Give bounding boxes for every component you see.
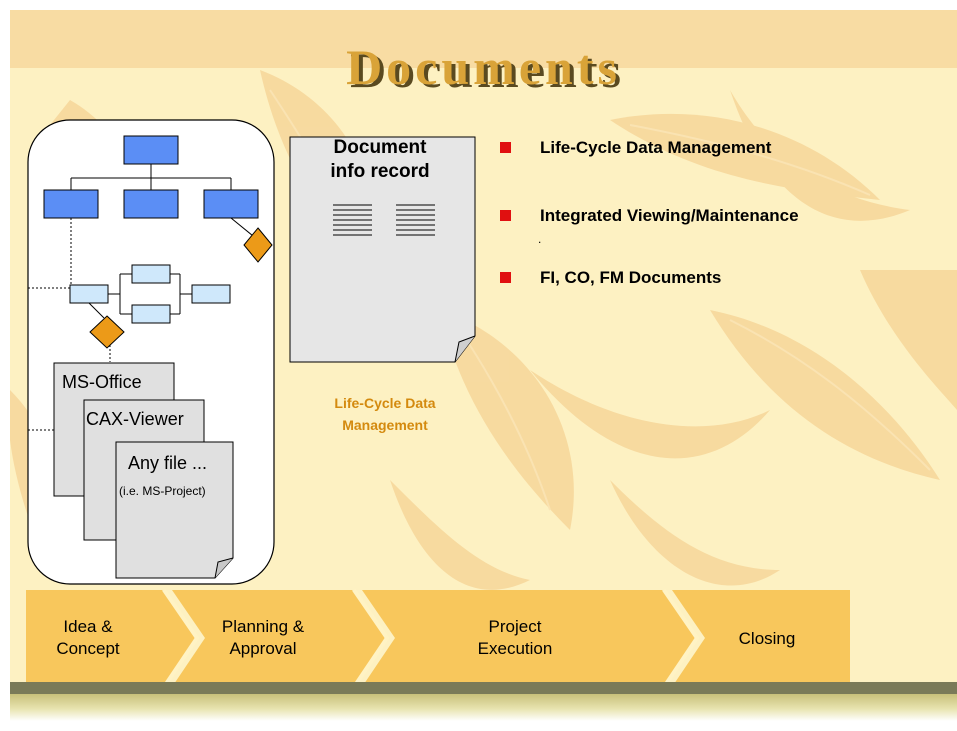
bullet-square-icon	[500, 210, 511, 221]
phase-label-planning: Planning & Approval	[198, 616, 328, 660]
process-bar	[26, 588, 850, 689]
phase-label-line: Closing	[738, 629, 796, 648]
process-box-4	[191, 284, 231, 304]
lifecycle-caption-line1: Life-Cycle Data	[334, 395, 436, 411]
page-title-shadow: Documents	[350, 42, 625, 98]
phase-label-closing: Closing	[712, 628, 822, 650]
phase-label-line: Execution	[477, 639, 553, 658]
diamond-top-right	[243, 227, 273, 263]
bullet-text: FI, CO, FM Documents	[540, 268, 722, 287]
footer-band	[10, 682, 957, 694]
phase-label-execution: Project Execution	[440, 616, 590, 660]
phase-chevron-2	[172, 590, 385, 687]
document-record-title-line1: Document	[333, 137, 427, 158]
diamond-middle	[89, 315, 125, 349]
phase-chevron-3	[362, 590, 695, 687]
sheet-sublabel-any-file: (i.e. MS-Project)	[119, 484, 206, 498]
phase-label-line: Idea &	[63, 617, 113, 636]
footer-gradient	[10, 694, 957, 721]
bullet-square-icon	[500, 142, 511, 153]
lifecycle-caption: Life-Cycle Data Management	[310, 392, 460, 436]
phase-chevron-4	[672, 590, 850, 687]
phase-label-idea: Idea & Concept	[28, 616, 148, 660]
process-box-3	[131, 304, 171, 324]
child-box-left	[43, 189, 99, 219]
child-box-middle	[123, 189, 179, 219]
sheet-label-cax-viewer: CAX-Viewer	[86, 409, 184, 429]
stray-mark: .	[538, 232, 542, 246]
document-record-title-line2: info record	[330, 161, 430, 182]
document-info-record	[289, 136, 476, 363]
bullet-text: Integrated Viewing/Maintenance	[540, 206, 799, 225]
document-record-title: Document info record	[290, 136, 470, 184]
process-box-2	[131, 264, 171, 284]
child-box-right	[203, 189, 259, 219]
phase-label-line: Project	[488, 617, 542, 636]
phase-label-line: Approval	[229, 639, 297, 658]
phase-label-line: Planning &	[221, 617, 305, 636]
root-box	[123, 135, 179, 165]
process-box-1	[69, 284, 109, 304]
page-title: Documents	[346, 39, 621, 95]
phase-chevron-1	[26, 590, 195, 687]
file-stack	[53, 362, 234, 579]
bullet-text: Life-Cycle Data Management	[540, 138, 772, 157]
lifecycle-caption-line2: Management	[342, 417, 428, 433]
sheet-label-ms-office: MS-Office	[62, 372, 142, 392]
phase-label-line: Concept	[56, 639, 120, 658]
process-lines	[88, 273, 192, 319]
bullet-square-icon	[500, 272, 511, 283]
text-lines-icon	[333, 204, 435, 236]
sheet-label-any-file: Any file ...	[128, 453, 208, 473]
